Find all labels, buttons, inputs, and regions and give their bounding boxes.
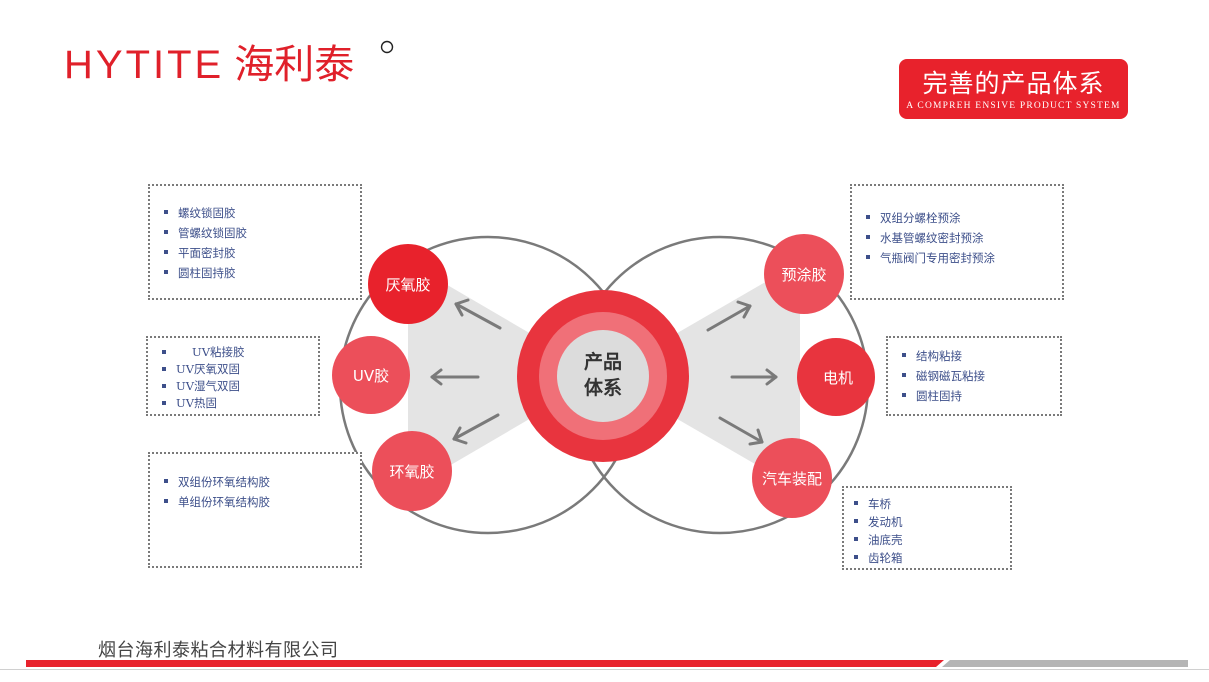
arrow-to-precoat-icon (706, 300, 752, 332)
node-motor-circle (797, 338, 875, 416)
node-anaerobic-label: 厌氧胶 (385, 276, 430, 294)
footer-stripe (0, 660, 1209, 670)
center-label-line2: 体系 (584, 376, 622, 399)
epoxy-products-box: 双组份环氧结构胶 单组份环氧结构胶 (148, 452, 362, 568)
footer-company-name: 烟台海利泰粘合材料有限公司 (98, 640, 339, 661)
list-item: 管螺纹锁固胶 (164, 223, 360, 243)
section-subtitle: A COMPREH ENSIVE PRODUCT SYSTEM (906, 101, 1121, 111)
motor-products-box: 结构粘接 磁钢磁瓦粘接 圆柱固持 (886, 336, 1062, 416)
list-item: 水基管螺纹密封预涂 (866, 228, 1062, 248)
arrow-to-anaerobic-icon (454, 298, 502, 330)
motor-products-list: 结构粘接 磁钢磁瓦粘接 圆柱固持 (902, 346, 1060, 406)
list-item: 磁钢磁瓦粘接 (902, 366, 1060, 386)
list-item: 发动机 (854, 513, 1010, 531)
list-item: UV热固 (162, 395, 318, 412)
list-item: UV厌氧双固 (162, 361, 318, 378)
list-item: 油底壳 (854, 531, 1010, 549)
arrow-to-uv-icon (430, 368, 480, 386)
registered-mark-icon (380, 40, 394, 54)
node-uv-label: UV胶 (353, 367, 389, 385)
list-item: 圆柱固持 (902, 386, 1060, 406)
node-uv-circle (332, 336, 410, 414)
logo-cjk-text: 海利泰 (234, 42, 355, 88)
node-motor-label: 电机 (823, 369, 853, 387)
arrow-to-auto-icon (718, 416, 764, 446)
list-item: 结构粘接 (902, 346, 1060, 366)
center-core (557, 330, 649, 422)
list-item: UV湿气双固 (162, 378, 318, 395)
right-fan-shape (603, 262, 800, 490)
list-item: 圆柱固持胶 (164, 263, 360, 283)
logo-latin-text: HYTITE (64, 43, 225, 87)
section-title: 完善的产品体系 (922, 69, 1105, 98)
list-item: 车桥 (854, 495, 1010, 513)
node-anaerobic-circle (368, 244, 448, 324)
node-precoat-label: 预涂胶 (781, 266, 826, 284)
epoxy-products-list: 双组份环氧结构胶 单组份环氧结构胶 (164, 472, 360, 512)
center-label-line1: 产品 (584, 350, 622, 373)
node-auto-label: 汽车装配 (762, 470, 822, 488)
node-auto-circle (752, 438, 832, 518)
anaerobic-products-list: 螺纹锁固胶 管螺纹锁固胶 平面密封胶 圆柱固持胶 (164, 203, 360, 283)
node-epoxy-label: 环氧胶 (389, 463, 434, 481)
list-item: UV粘接胶 (162, 344, 318, 361)
list-item: 齿轮箱 (854, 549, 1010, 567)
precoat-products-list: 双组分螺栓预涂 水基管螺纹密封预涂 气瓶阀门专用密封预涂 (866, 208, 1062, 268)
auto-products-list: 车桥 发动机 油底壳 齿轮箱 (854, 495, 1010, 567)
list-item: 双组分螺栓预涂 (866, 208, 1062, 228)
precoat-products-box: 双组分螺栓预涂 水基管螺纹密封预涂 气瓶阀门专用密封预涂 (850, 184, 1064, 300)
uv-products-list: UV粘接胶 UV厌氧双固 UV湿气双固 UV热固 (162, 344, 318, 412)
list-item: 单组份环氧结构胶 (164, 492, 360, 512)
company-logo: HYTITE 海利泰 (64, 40, 394, 90)
anaerobic-products-box: 螺纹锁固胶 管螺纹锁固胶 平面密封胶 圆柱固持胶 (148, 184, 362, 300)
list-item: 气瓶阀门专用密封预涂 (866, 248, 1062, 268)
list-item: 双组份环氧结构胶 (164, 472, 360, 492)
arrow-to-motor-icon (730, 368, 778, 386)
section-title-badge: 完善的产品体系 A COMPREH ENSIVE PRODUCT SYSTEM (899, 59, 1128, 119)
list-item: 平面密封胶 (164, 243, 360, 263)
node-epoxy-circle (372, 431, 452, 511)
list-item: 螺纹锁固胶 (164, 203, 360, 223)
node-precoat-circle (764, 234, 844, 314)
uv-products-box: UV粘接胶 UV厌氧双固 UV湿气双固 UV热固 (146, 336, 320, 416)
arrow-to-epoxy-icon (452, 413, 500, 445)
auto-products-box: 车桥 发动机 油底壳 齿轮箱 (842, 486, 1012, 570)
